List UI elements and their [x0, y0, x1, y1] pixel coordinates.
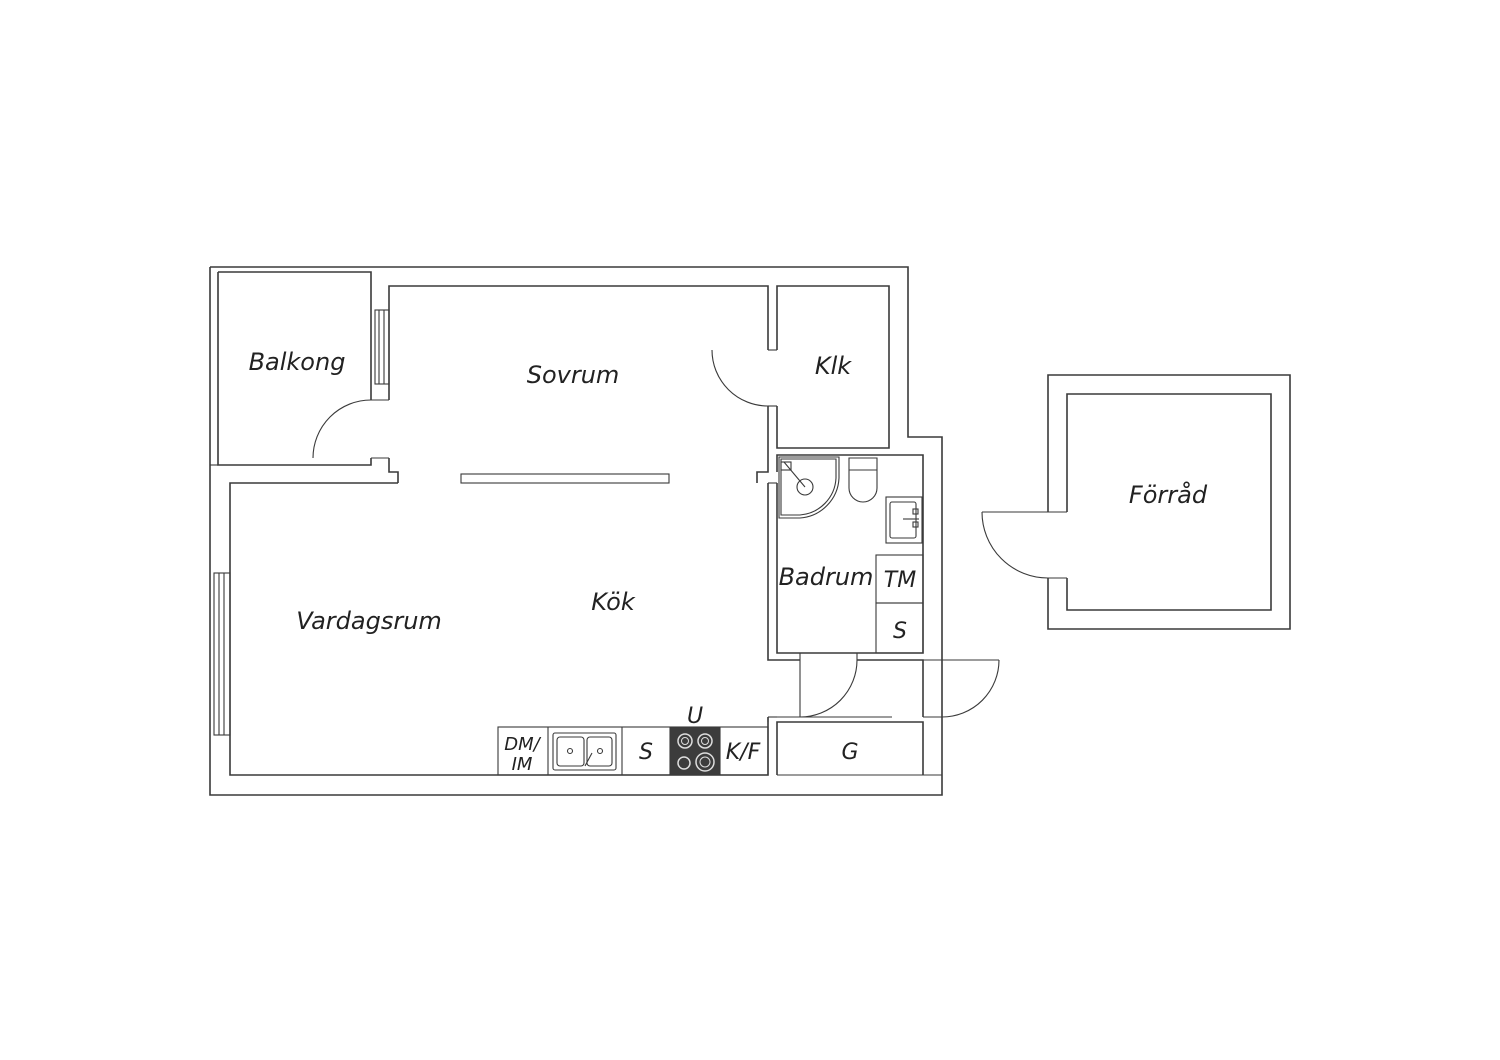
- label-tm: TM: [884, 568, 916, 593]
- label-klk: Klk: [815, 352, 852, 380]
- washbasin: [885, 496, 923, 544]
- label-s-badrum: S: [893, 619, 907, 644]
- label-forrad: Förråd: [1129, 480, 1208, 509]
- door-balkong: [312, 399, 389, 459]
- label-im: IM: [512, 754, 533, 775]
- label-badrum: Badrum: [779, 563, 874, 591]
- label-dm: DM/: [504, 734, 541, 755]
- door-badrum: [799, 653, 858, 718]
- door-entrance: [941, 659, 1000, 718]
- hall-walls: [767, 716, 942, 776]
- sovrum-partition: [460, 473, 670, 484]
- badrum-outline: [767, 454, 942, 718]
- badrum-appliances: [875, 554, 924, 654]
- label-sovrum: Sovrum: [527, 361, 620, 389]
- outer-walls: [209, 266, 943, 796]
- balkong-outline: [210, 271, 372, 466]
- toilet: [848, 457, 878, 503]
- window-vardagsrum: [213, 572, 231, 736]
- label-vardagsrum: Vardagsrum: [296, 607, 442, 635]
- window-balkong: [374, 309, 390, 385]
- stove-cooktop: [669, 726, 721, 776]
- label-balkong: Balkong: [249, 348, 346, 376]
- label-s-kok: S: [639, 740, 653, 765]
- forrad-outline: [981, 374, 1291, 630]
- kitchen-sink: [552, 732, 617, 771]
- label-g: G: [841, 740, 858, 765]
- klk-outline: [711, 285, 890, 449]
- label-kok: Kök: [591, 588, 636, 616]
- label-u: U: [687, 704, 703, 729]
- label-kf: K/F: [726, 740, 761, 765]
- shower: [778, 456, 840, 519]
